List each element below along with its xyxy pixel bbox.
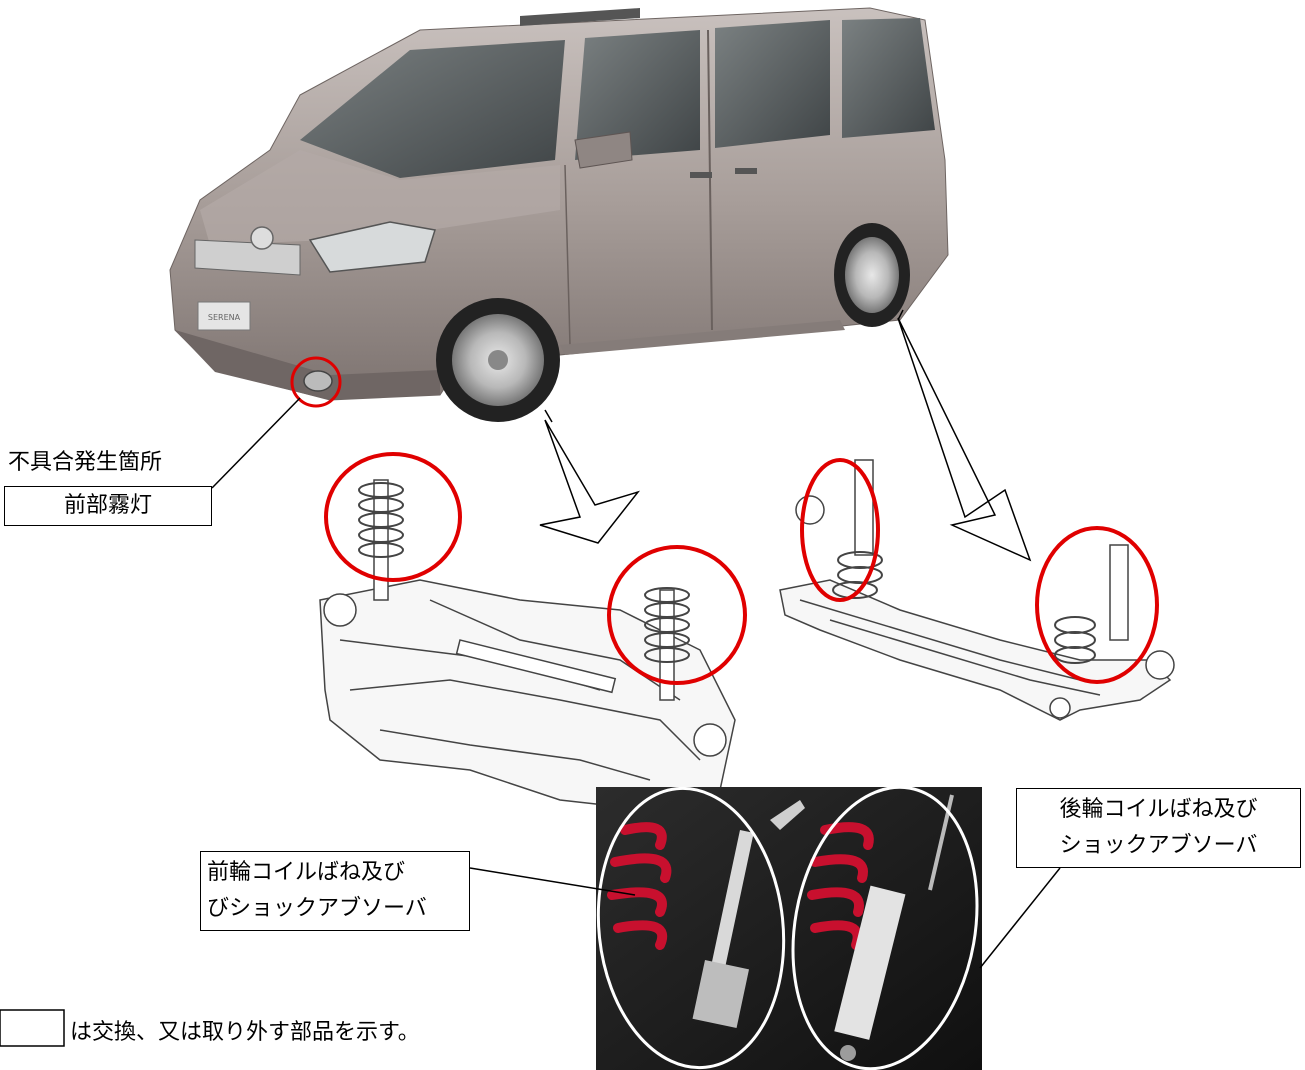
rear-left-shock-highlight [800, 458, 880, 602]
front-left-strut-highlight [324, 452, 462, 582]
front-suspension-arrow [539, 419, 641, 544]
front-parts-line1: 前輪コイルばね及び [207, 860, 406, 885]
front-suspension-drawing [319, 479, 736, 811]
rear-right-shock-highlight [1035, 526, 1159, 684]
minivan-image: SERENA [169, 7, 949, 422]
legend-text: は交換、又は取り外す部品を示す。 [70, 1020, 420, 1045]
rear-parts-box: 後輪コイルばね及び ショックアブソーバ [1016, 788, 1301, 868]
parts-photo [596, 785, 982, 1070]
fog-lamp-highlight-circle [290, 356, 342, 408]
front-parts-leader-line [469, 867, 636, 896]
front-fog-lamp-box: 前部霧灯 [4, 486, 212, 526]
front-parts-line2: びショックアブソーバ [207, 896, 427, 921]
defect-location-label: 不具合発生箇所 [8, 450, 163, 475]
front-parts-box: 前輪コイルばね及び びショックアブソーバ [200, 851, 470, 931]
front-parts-photo-highlight [596, 786, 786, 1070]
rear-parts-leader-line [979, 867, 1061, 969]
rear-parts-line1: 後輪コイルばね及び [1059, 797, 1258, 822]
legend-box-sample [0, 1009, 65, 1047]
rear-parts-line2: ショックアブソーバ [1059, 833, 1258, 858]
rear-suspension-drawing [779, 459, 1175, 721]
fog-lamp-leader-line [211, 397, 301, 489]
rear-parts-photo-highlight [791, 785, 979, 1070]
license-plate-text: SERENA [208, 313, 241, 322]
rear-suspension-arrow [897, 317, 1032, 562]
front-right-strut-highlight [607, 545, 747, 685]
